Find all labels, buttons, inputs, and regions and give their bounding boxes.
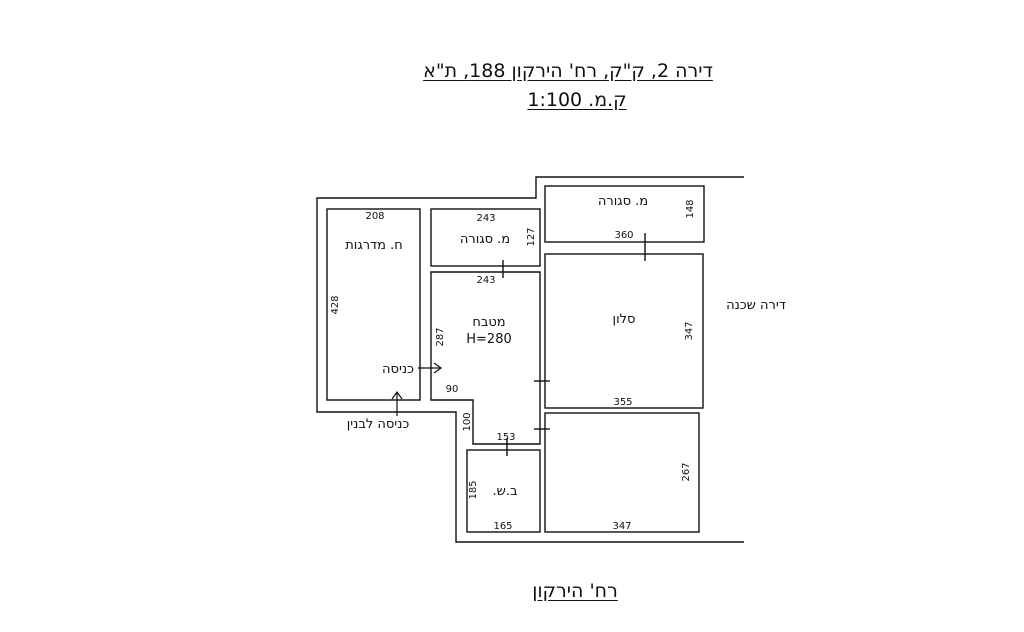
dim-kitchen-width: 243 [476,275,495,286]
dim-balcony-large-width: 360 [614,230,633,241]
outer-wall [316,176,744,543]
balcony-large-name: מ. סגורה [598,194,648,209]
bathroom-name: ב.ש. [493,484,518,499]
living-room [544,253,704,409]
entrance-label: כניסה [382,362,414,377]
bedroom-room [544,412,700,533]
neighbor-label: דירה שכנה [726,298,786,313]
dim-stairwell-length: 428 [330,295,341,314]
street-label: רח' הירקון [532,580,618,602]
dim-kitchen-depth: 287 [435,327,446,346]
dim-bathroom-depth: 185 [468,480,479,499]
dim-living-depth: 347 [684,321,695,340]
kitchen-height: H=280 [466,332,511,347]
dim-living-width: 355 [613,397,632,408]
dim-bedroom-depth: 267 [681,462,692,481]
living-name: סלון [613,312,636,327]
dim-balcony-large-depth: 148 [685,199,696,218]
balcony-small-room [430,208,541,267]
dim-balcony-small-depth: 127 [526,227,537,246]
kitchen-name: מטבח [472,315,505,330]
dim-bedroom-width: 347 [612,521,631,532]
plan-scale: ק.מ. 1:100 [527,89,627,111]
stairwell-room [326,208,421,401]
kitchen-room [430,271,541,445]
plan-title: דירה 2, ק"ק, רח' הירקון 188, ת"א [423,60,713,82]
dim-kitchen-step-b: 100 [462,412,473,431]
bathroom-room [466,449,541,533]
balcony-large-room [544,185,705,243]
building-entrance-label: כניסה לבנין [347,417,410,432]
balcony-small-name: מ. סגורה [460,232,510,247]
dim-stairwell-width: 208 [365,211,384,222]
dim-bathroom-width: 165 [493,521,512,532]
stairwell-name: ח. מדרגות [345,238,402,253]
dim-kitchen-bottom: 153 [496,432,515,443]
dim-kitchen-step: 90 [446,384,459,395]
dim-balcony-small-width: 243 [476,213,495,224]
